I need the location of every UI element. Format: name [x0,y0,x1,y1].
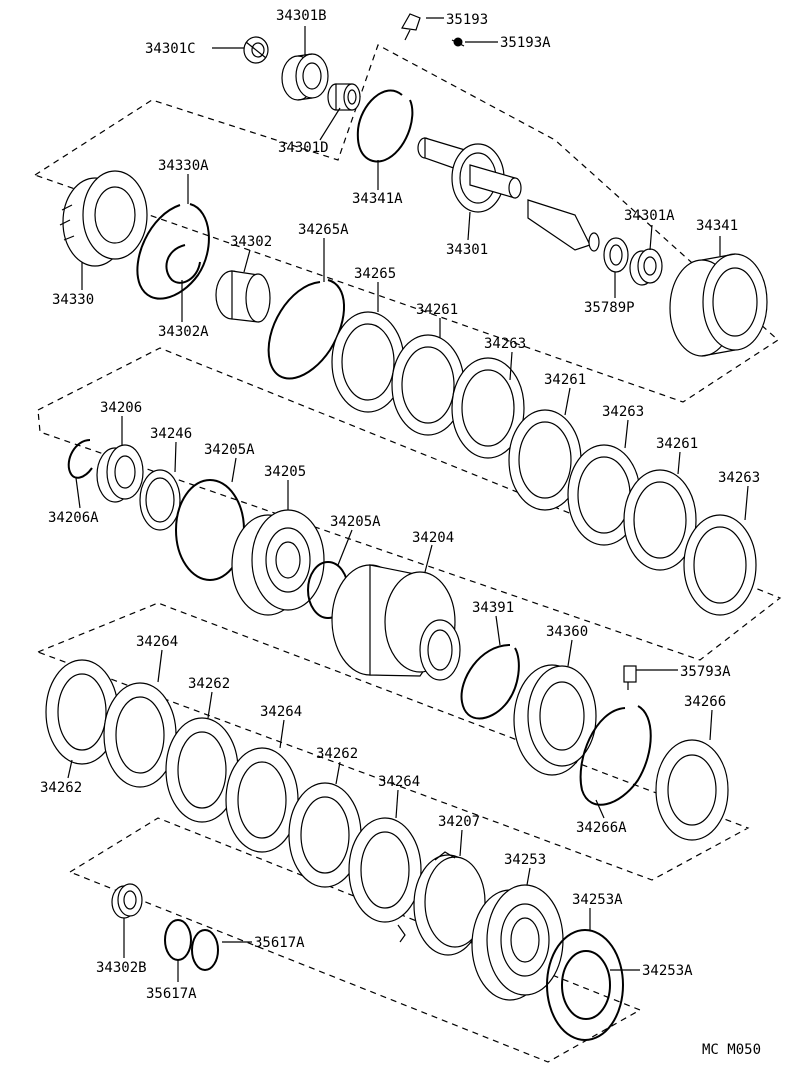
label-34391: 34391 [472,600,514,616]
label-34301b: 34301B [276,8,327,24]
plate-34264-1 [103,682,177,788]
drum-34341 [669,253,768,357]
seal-ring-35617a-1 [164,919,192,961]
bearing-34301b [281,53,329,101]
snap-ring-34302a [165,244,201,284]
retainer-34207 [397,851,486,956]
label-34341a: 34341A [352,191,403,207]
label-34301a: 34301A [624,208,675,224]
plate-34264-3 [348,817,422,923]
clip-35193 [401,13,421,41]
piston-34205 [231,509,325,616]
label-34263-3: 34263 [718,470,760,486]
label-34206: 34206 [100,400,142,416]
bearing-34302b [111,883,143,919]
label-34253a-2: 34253A [642,963,693,979]
label-34262-3: 34262 [40,780,82,796]
label-34264-3: 34264 [378,774,420,790]
label-35793a: 35793A [680,664,731,680]
pin-35793a [623,665,637,690]
shaft-34301 [417,137,600,252]
label-34341: 34341 [696,218,738,234]
label-34360: 34360 [546,624,588,640]
label-34262-2: 34262 [316,746,358,762]
label-34266a: 34266A [576,820,627,836]
label-34264-2: 34264 [260,704,302,720]
retainer-34206 [96,444,144,503]
label-35193a: 35193A [500,35,551,51]
label-34330: 34330 [52,292,94,308]
label-34253: 34253 [504,852,546,868]
sleeve-34301d [327,83,361,111]
label-34301: 34301 [446,242,488,258]
label-34246: 34246 [150,426,192,442]
clutch-drum-34204 [331,564,461,681]
washer-35789p [603,237,629,273]
label-34263-2: 34263 [602,404,644,420]
group-boundary-3 [36,602,750,881]
label-34302b: 34302B [96,960,147,976]
plate-34263-1 [451,357,525,459]
label-34265a: 34265A [298,222,349,238]
part-labels: 35193 35193A 34301B 34301C 34301D 34341A… [40,8,761,1058]
piston-34253 [471,884,564,1001]
diagram-code: MC M050 [702,1042,761,1058]
disc-34262-1 [45,659,119,765]
label-34302a: 34302A [158,324,209,340]
disc-34262-3 [288,782,362,888]
label-34205a-2: 34205A [330,514,381,530]
label-34253a-1: 34253A [572,892,623,908]
snap-ring-34266a [579,705,652,806]
label-34263-1: 34263 [484,336,526,352]
snap-ring-34341a [356,89,414,163]
label-34205: 34205 [264,464,306,480]
group-boundary-4 [68,817,642,1063]
label-34207: 34207 [438,814,480,830]
label-34265: 34265 [354,266,396,282]
label-34261-2: 34261 [544,372,586,388]
label-34301c: 34301C [145,41,196,57]
disc-34262-2 [165,717,239,823]
plate-34266 [655,739,729,841]
label-34330a: 34330A [158,158,209,174]
o-ring-34253a-2 [561,950,611,1020]
seal-ring-35617a-2 [191,929,219,971]
nut-34301c [243,36,269,64]
disc-34261-3 [623,469,697,571]
label-34264-1: 34264 [136,634,178,650]
snap-ring-34330a [136,203,210,300]
snap-ring-34265a [267,279,345,380]
label-35789p: 35789P [584,300,635,316]
label-34266: 34266 [684,694,726,710]
plate-34263-3 [683,514,757,616]
disc-34261-1 [391,334,465,436]
o-ring-34253a-1 [546,929,624,1041]
label-35193: 35193 [446,12,488,28]
hub-34330 [59,170,148,267]
ring-34246 [139,469,181,531]
bolt-35193a [451,37,465,47]
label-34301d: 34301D [278,140,329,156]
label-34261-3: 34261 [656,436,698,452]
leader-lines [67,17,749,982]
snap-ring-34391 [460,644,520,720]
label-34206a: 34206A [48,510,99,526]
snap-ring-34206a [67,439,93,479]
label-34205a-1: 34205A [204,442,255,458]
one-way-clutch-34360 [513,664,597,776]
label-34261-1: 34261 [416,302,458,318]
label-35617a-2: 35617A [146,986,197,1002]
gear-34302 [215,270,271,323]
bearing-34301a [629,248,663,286]
label-35617a-1: 35617A [254,935,305,951]
group-boundary-2 [37,347,782,661]
plate-34264-2 [225,747,299,853]
label-34204: 34204 [412,530,454,546]
label-34262-1: 34262 [188,676,230,692]
label-34302: 34302 [230,234,272,250]
